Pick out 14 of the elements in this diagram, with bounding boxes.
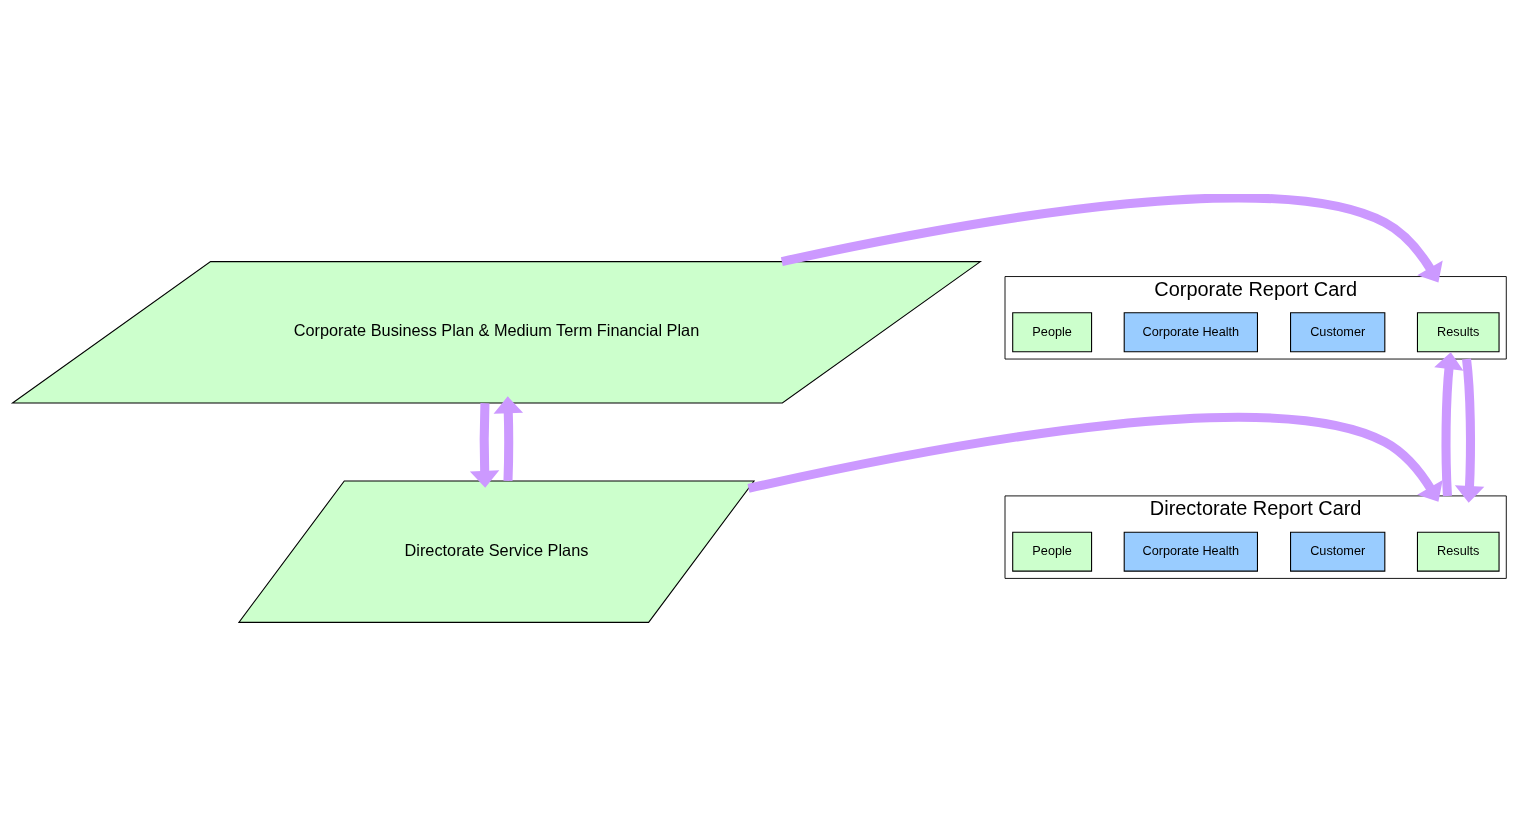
node-box: Corporate Health [1123, 531, 1258, 572]
node-box: Results [1416, 531, 1500, 572]
arrow [1454, 358, 1485, 503]
node-box: Customer [1290, 312, 1386, 353]
node-box: Corporate Health [1123, 312, 1258, 353]
node-box: Results [1416, 312, 1500, 353]
node-box: People [1012, 531, 1093, 572]
arrow [747, 412, 1443, 502]
arrow [1434, 352, 1464, 497]
node-box: Customer [1290, 531, 1386, 572]
arrow [469, 403, 500, 488]
node-box: People [1012, 312, 1093, 353]
arrow [493, 396, 524, 481]
arrow [780, 194, 1443, 283]
